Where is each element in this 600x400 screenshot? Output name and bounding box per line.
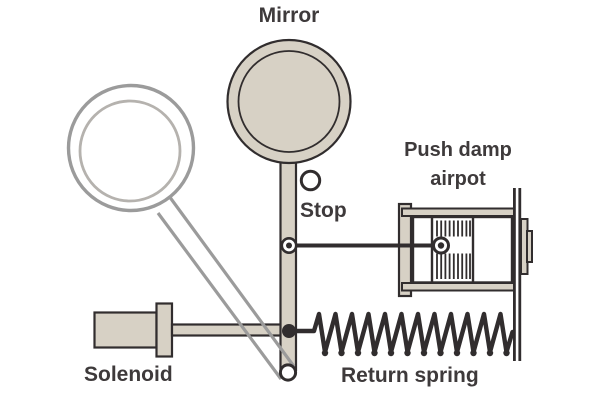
lever-tip-pin — [278, 363, 298, 382]
solenoid-body — [93, 311, 158, 349]
return-spring-label: Return spring — [341, 364, 479, 387]
callout-line-upper — [167, 195, 296, 368]
return-spring-group — [291, 311, 515, 357]
airpot-label-line1: Push damp — [404, 139, 512, 161]
airpot-top-plate — [401, 207, 515, 217]
airpot-bottom-plate — [401, 282, 515, 292]
airpot-left-cap — [397, 202, 413, 298]
solenoid-group — [93, 302, 291, 358]
lever-pivot-dot — [286, 242, 292, 249]
airpot-label-line2: airpot — [430, 168, 486, 190]
spring-coil-hooks — [321, 349, 510, 357]
piston-pin-dot — [437, 242, 445, 249]
callout-line-lower — [156, 212, 283, 380]
lever-rod — [279, 155, 298, 372]
magnifier-ring — [66, 83, 196, 213]
stop-pin — [299, 169, 322, 192]
mirror-disc — [226, 38, 352, 165]
wall-bracket-small — [526, 230, 533, 263]
solenoid-label: Solenoid — [84, 363, 173, 386]
piston-hatching — [436, 220, 471, 279]
lever-spring-joint-dot — [282, 324, 296, 338]
solenoid-plunger-plate — [155, 302, 174, 358]
airpot-group — [397, 188, 533, 361]
wall-line-outer — [518, 188, 522, 361]
magnified-tip-circle — [78, 99, 182, 203]
stop-label: Stop — [300, 199, 347, 222]
mirror-label: Mirror — [258, 4, 320, 27]
wall-line-inner — [513, 188, 516, 361]
airpot-label: Push damp airpot — [388, 136, 528, 194]
mirror-inner-ring — [237, 50, 341, 153]
return-spring-coil — [291, 311, 515, 355]
